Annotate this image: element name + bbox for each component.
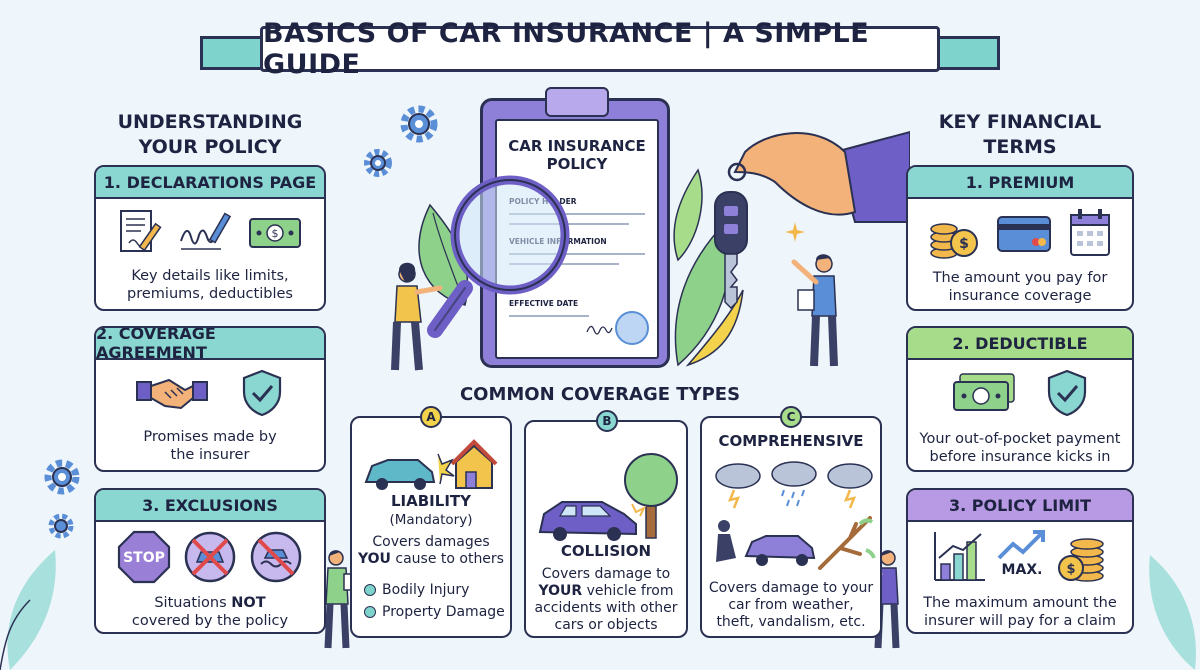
- card-description: The maximum amount the insurer will pay …: [923, 595, 1117, 629]
- svg-text:$: $: [959, 236, 969, 252]
- hand-with-car-key-icon: [714, 130, 910, 310]
- policy-line: [509, 315, 589, 317]
- signature-icon: [180, 212, 232, 250]
- bullet-item: Property Damage: [364, 604, 505, 620]
- weather-theft-vandalism-icon: [715, 461, 876, 570]
- card-icons: [908, 368, 1132, 418]
- card-description: Key details like limits, premiums, deduc…: [127, 268, 293, 302]
- effective-date-field: EFFECTIVE DATE: [509, 299, 579, 308]
- card-description: Situations NOT covered by the policy: [131, 595, 289, 629]
- max-label: MAX.: [1001, 562, 1043, 578]
- money-icon: $: [249, 218, 301, 248]
- money-icon: [953, 373, 1015, 411]
- magnifying-glass-icon: [427, 175, 570, 338]
- card-icons: STOP: [96, 530, 324, 584]
- bullet-dot: [364, 584, 376, 596]
- card-header: 1. DECLARATIONS PAGE: [96, 167, 324, 199]
- trend-up-arrow-icon: [997, 530, 1045, 560]
- car-tree-collision-icon: [538, 453, 678, 541]
- policy-seal-icon: [615, 311, 649, 345]
- rain-cloud-icon: [771, 461, 817, 507]
- exclusions-card: 3. EXCLUSIONS STOP Situations NOT covere…: [94, 488, 326, 634]
- shield-check-icon: [242, 369, 282, 417]
- deductible-card: 2. DEDUCTIBLE Your out-of-pocket payment…: [906, 326, 1134, 472]
- stop-sign-icon: STOP: [117, 530, 171, 584]
- collision-card: B COLLISION Covers damage to YOUR vehicl…: [524, 410, 688, 638]
- person-pointing-left: [391, 262, 443, 371]
- banner-ribbon-right: [930, 36, 1000, 70]
- card-header: 3. EXCLUSIONS: [96, 490, 324, 522]
- coverage-title: COLLISION: [560, 542, 652, 560]
- coin-stack-icon: $: [1058, 538, 1104, 582]
- coverage-description: Covers damage to YOUR vehicle from accid…: [534, 566, 678, 633]
- badge-a: A: [420, 406, 442, 428]
- premium-card: 1. PREMIUM $ The amount you pay for insu…: [906, 165, 1134, 311]
- card-icons: $: [908, 207, 1132, 261]
- card-header: 2. COVERAGE AGREEMENT: [96, 328, 324, 362]
- gear-icon: [364, 149, 392, 177]
- policy-limit-card: 3. POLICY LIMIT MAX. $ The maximum: [906, 488, 1134, 634]
- calendar-icon: [1070, 209, 1110, 256]
- coin-stack-icon: $: [930, 223, 978, 259]
- bar-graph-icon: [934, 532, 985, 581]
- badge-b: B: [596, 410, 618, 432]
- comprehensive-card: C COMPREHENSIVE Covers damage to your ca…: [700, 406, 882, 638]
- coverage-bullets: Bodily Injury Property Damage: [364, 582, 505, 626]
- coverage-description: Covers damage to your car from weather, …: [708, 580, 874, 630]
- card-description: The amount you pay for insurance coverag…: [932, 270, 1108, 304]
- card-icons: $: [96, 209, 324, 257]
- leaf-decoration-left: [0, 550, 56, 670]
- sparkle-icon: [785, 222, 805, 242]
- badge-c: C: [780, 406, 802, 428]
- coverage-types-heading: COMMON COVERAGE TYPES: [459, 384, 741, 405]
- card-icons: [96, 368, 324, 418]
- policy-title: CAR INSURANCE POLICY: [508, 137, 646, 173]
- credit-card-icon: [997, 216, 1051, 252]
- gear-icon: [48, 513, 74, 539]
- policy-line: [509, 213, 645, 215]
- svg-text:STOP: STOP: [123, 550, 165, 566]
- max-trend: MAX.: [997, 528, 1047, 584]
- declarations-page-card: 1. DECLARATIONS PAGE $ Key details like …: [94, 165, 326, 311]
- clipboard-clip: [545, 87, 609, 117]
- card-header: 1. PREMIUM: [908, 167, 1132, 199]
- storm-cloud-icon: [827, 463, 873, 509]
- gear-icon: [400, 105, 438, 143]
- document-icon: [120, 210, 162, 252]
- no-flood-icon: [250, 531, 302, 583]
- left-heading: UNDERSTANDING YOUR POLICY: [117, 111, 303, 158]
- svg-text:$: $: [1066, 562, 1075, 577]
- svg-text:$: $: [272, 227, 279, 240]
- card-icons: MAX. $: [908, 528, 1132, 584]
- policy-line: [509, 253, 645, 255]
- no-car-icon: [184, 531, 236, 583]
- coverage-agreement-card: 2. COVERAGE AGREEMENT Promises made by t…: [94, 326, 326, 472]
- signature-icon: [586, 325, 613, 335]
- right-heading: KEY FINANCIAL TERMS: [938, 111, 1102, 158]
- coverage-title: LIABILITY: [391, 492, 471, 510]
- person-with-clipboard-right: [791, 254, 838, 367]
- coverage-description: Covers damages YOU cause to others: [358, 534, 504, 567]
- car-house-accident-icon: [364, 439, 498, 490]
- card-header: 3. POLICY LIMIT: [908, 490, 1132, 522]
- card-description: Your out-of-pocket payment before insura…: [919, 431, 1121, 465]
- liability-card: A LIABILITY (Mandatory) Covers damages Y…: [350, 406, 512, 638]
- card-description: Promises made by the insurer: [143, 429, 277, 463]
- storm-cloud-icon: [715, 463, 761, 509]
- signature-scribble: [585, 321, 615, 335]
- bullet-item: Bodily Injury: [364, 582, 505, 598]
- gear-icon: [44, 459, 80, 495]
- coverage-subtitle: (Mandatory): [389, 512, 473, 528]
- leaf-decoration-right: [1149, 555, 1196, 670]
- policy-line: [509, 263, 619, 265]
- card-header: 2. DEDUCTIBLE: [908, 328, 1132, 360]
- shield-check-icon: [1047, 369, 1087, 417]
- page-title: BASICS OF CAR INSURANCE | A SIMPLE GUIDE: [260, 18, 940, 80]
- handshake-icon: [136, 378, 208, 410]
- policy-line: [509, 223, 629, 225]
- bullet-dot: [364, 606, 376, 618]
- coverage-title: COMPREHENSIVE: [718, 432, 864, 450]
